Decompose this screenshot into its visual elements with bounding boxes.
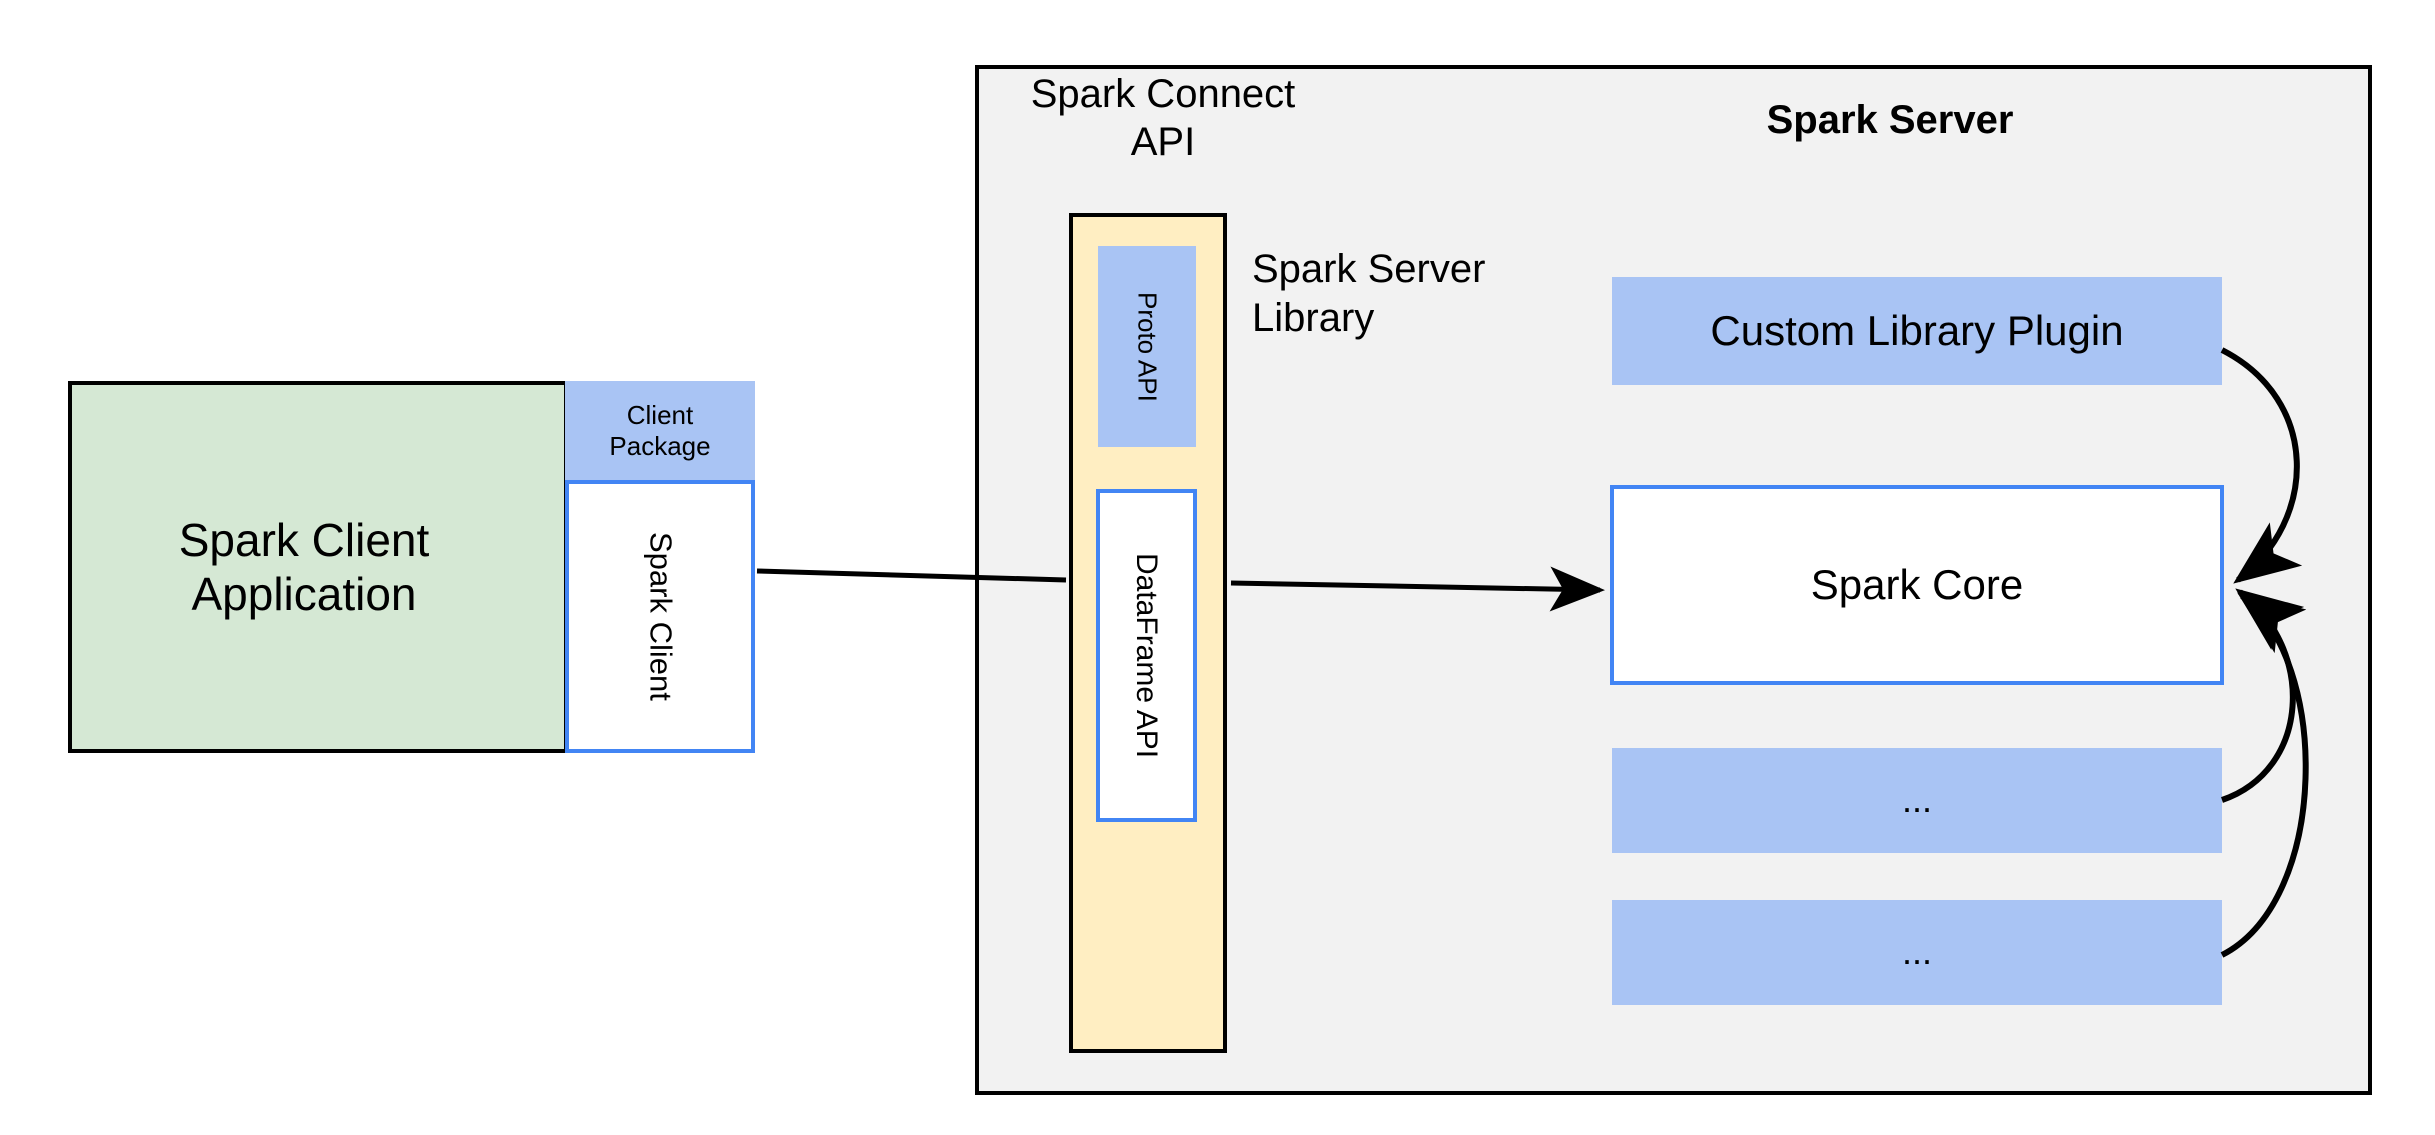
ellipsis-label-1: ... xyxy=(1901,779,1932,821)
spark-client-label: Spark Client xyxy=(643,532,679,701)
spark-server-title: Spark Server xyxy=(1766,98,2014,142)
ellipsis-box-2: ... xyxy=(1612,900,2222,1005)
spark-core-label: Spark Core xyxy=(1810,561,2024,609)
ellipsis-box-1: ... xyxy=(1612,748,2222,853)
dataframe-api-box: DataFrame API xyxy=(1096,489,1197,822)
ellipsis-label-2: ... xyxy=(1901,931,1932,973)
proto-api-box: Proto API xyxy=(1098,246,1196,447)
custom-library-plugin-box: Custom Library Plugin xyxy=(1612,277,2222,385)
proto-api-label: Proto API xyxy=(1132,291,1163,402)
dataframe-api-label: DataFrame API xyxy=(1130,552,1164,759)
spark-client-box: Spark Client xyxy=(565,480,755,753)
spark-core-box: Spark Core xyxy=(1610,485,2224,685)
custom-library-plugin-label: Custom Library Plugin xyxy=(1710,307,2124,355)
